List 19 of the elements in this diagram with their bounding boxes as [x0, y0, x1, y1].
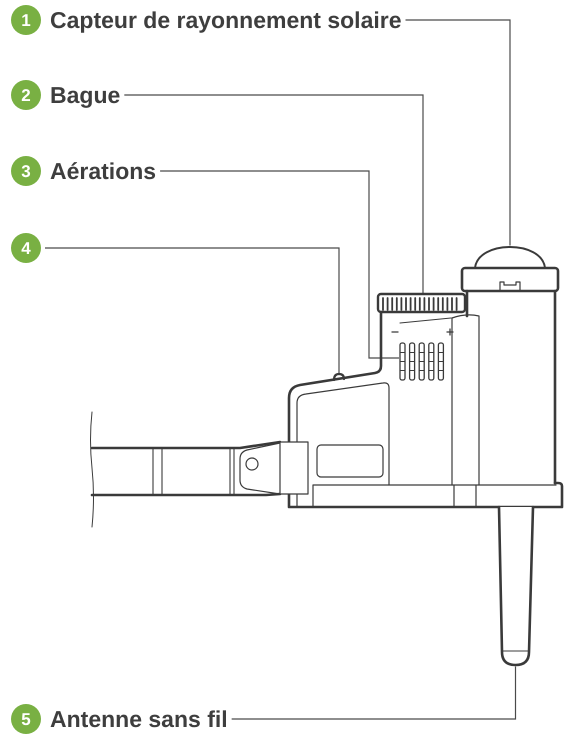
solar-dome: [474, 246, 546, 269]
callout-number: 5: [11, 704, 41, 734]
top-nub: [332, 372, 346, 382]
leader-line: [45, 247, 340, 374]
part-label: Aérations: [50, 158, 156, 184]
leader-line: [406, 19, 511, 246]
part-label: Antenne sans fil: [50, 706, 228, 732]
part-label: Bague: [50, 82, 120, 108]
leader-line: [160, 170, 399, 359]
vent-slots: [399, 342, 444, 381]
leader-line: [232, 666, 516, 720]
callout-number: 2: [11, 80, 41, 110]
part-label: Capteur de rayonnement solaire: [50, 6, 402, 34]
knurled-ring: [376, 292, 466, 314]
callout-number: 3: [11, 156, 41, 186]
leader-line: [124, 94, 424, 294]
callout-number: 1: [11, 5, 41, 35]
callout-number: 4: [11, 233, 41, 263]
antenna: [498, 506, 534, 666]
